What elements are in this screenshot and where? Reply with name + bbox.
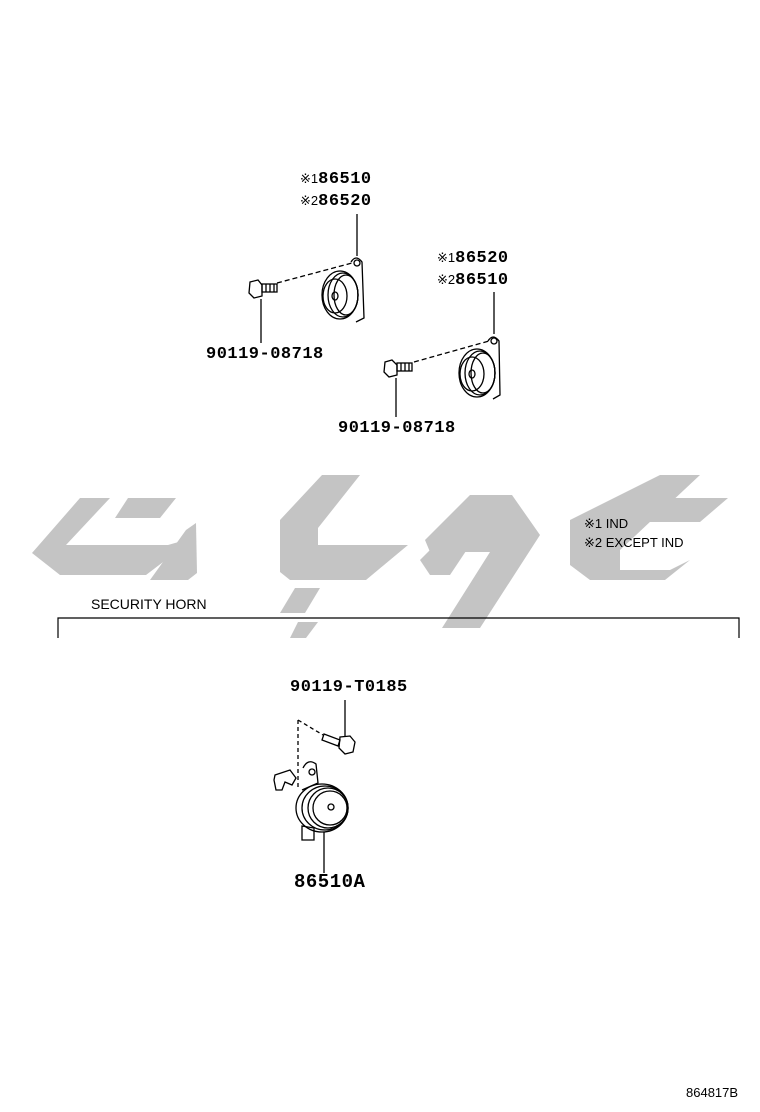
security-horn-icon bbox=[273, 761, 349, 841]
horn-icon bbox=[458, 292, 501, 400]
legend-item: ※2 EXCEPT IND bbox=[584, 535, 684, 551]
section-title: SECURITY HORN bbox=[91, 596, 207, 612]
part-label: ※286510 bbox=[437, 270, 509, 291]
part-number[interactable]: 86510 bbox=[318, 170, 372, 189]
figure-id: 864817B bbox=[686, 1085, 739, 1100]
legend-item: ※1 IND bbox=[584, 516, 628, 532]
part-label: ※186510 bbox=[300, 169, 372, 190]
bolt-icon bbox=[383, 359, 413, 378]
part-label: ※186520 bbox=[437, 248, 509, 269]
variant-mark: ※2 bbox=[300, 193, 319, 208]
variant-mark: ※1 bbox=[300, 171, 319, 186]
bolt-part-number[interactable]: 90119-08718 bbox=[338, 419, 456, 438]
legend-label: IND bbox=[605, 516, 629, 531]
part-number[interactable]: 86520 bbox=[455, 249, 509, 268]
part-number[interactable]: 86520 bbox=[318, 192, 372, 211]
part-label: ※286520 bbox=[300, 191, 372, 212]
bolt-part-number[interactable]: 90119-T0185 bbox=[290, 678, 408, 697]
bolt-part-number[interactable]: 90119-08718 bbox=[206, 345, 324, 364]
section-frame bbox=[57, 617, 740, 638]
bolt-icon bbox=[321, 733, 356, 755]
horn-icon bbox=[321, 214, 365, 323]
variant-mark: ※2 bbox=[584, 535, 603, 550]
legend-label: EXCEPT IND bbox=[605, 535, 684, 550]
variant-mark: ※1 bbox=[437, 250, 456, 265]
bolt-icon bbox=[248, 279, 278, 299]
horn-part-number[interactable]: 86510A bbox=[294, 871, 366, 893]
part-number[interactable]: 86510 bbox=[455, 271, 509, 290]
variant-mark: ※1 bbox=[584, 516, 603, 531]
variant-mark: ※2 bbox=[437, 272, 456, 287]
